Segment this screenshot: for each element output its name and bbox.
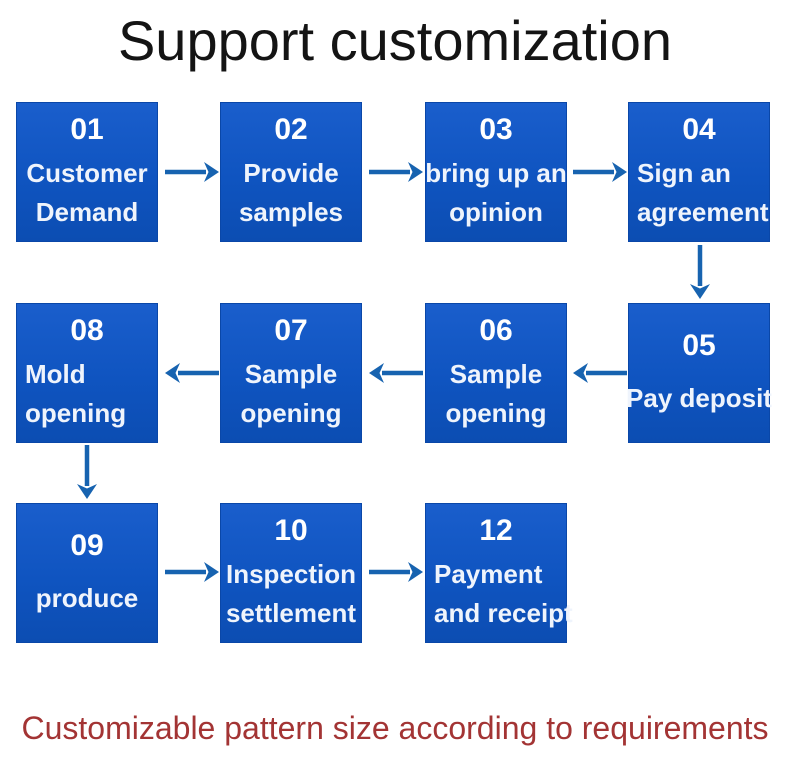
step-label-line: opening [25, 397, 127, 428]
step-number: 04 [682, 112, 716, 146]
step-box-08: 08 Mold opening [16, 303, 158, 443]
step-label-line: Sign an [637, 157, 731, 188]
step-number: 07 [274, 313, 308, 347]
arrow-down-icon [689, 244, 711, 300]
step-box-01: 01 Customer Demand [16, 102, 158, 242]
step-label-line: produce [35, 582, 139, 613]
arrow-right-icon [164, 561, 220, 583]
footer-caption: Customizable pattern size according to r… [21, 710, 769, 746]
step-label-line: opening [445, 397, 547, 428]
arrow-right-icon [368, 161, 424, 183]
step-label-line: Demand [35, 196, 139, 227]
step-box-10: 10 Inspection settlement [220, 503, 362, 643]
step-number: 01 [70, 112, 104, 146]
step-box-09: 09 produce [16, 503, 158, 643]
step-label-line: Pay deposit [626, 382, 772, 413]
step-number: 02 [274, 112, 308, 146]
step-label-line: settlement [225, 597, 357, 628]
step-label-line: Provide [243, 157, 339, 188]
step-label-line: Mold [25, 358, 86, 389]
step-label-line: Payment [434, 558, 543, 589]
arrow-down-icon [76, 444, 98, 500]
step-box-06: 06 Sample opening [425, 303, 567, 443]
step-label-line: opinion [449, 196, 543, 227]
step-number: 09 [70, 528, 104, 562]
step-label-line: Customer [26, 157, 148, 188]
arrow-left-icon [368, 362, 424, 384]
step-number: 03 [479, 112, 513, 146]
step-label-line: samples [238, 196, 344, 227]
step-box-12: 12 Payment and receipt [425, 503, 573, 643]
step-box-02: 02 Provide samples [220, 102, 362, 242]
arrow-right-icon [368, 561, 424, 583]
step-number: 06 [479, 313, 513, 347]
step-number: 12 [479, 513, 513, 547]
step-label-line: bring up an [425, 157, 567, 188]
step-box-04: 04 Sign an agreement [628, 102, 770, 242]
page-title: Support customization [117, 9, 673, 72]
step-number: 10 [274, 513, 308, 547]
step-label-line: opening [240, 397, 342, 428]
step-box-03: 03 bring up an opinion [425, 102, 567, 242]
arrow-right-icon [572, 161, 628, 183]
step-box-05: 05 Pay deposit [626, 303, 772, 443]
step-label-line: Inspection [225, 558, 356, 589]
arrow-right-icon [164, 161, 220, 183]
arrow-left-icon [164, 362, 220, 384]
step-box-07: 07 Sample opening [220, 303, 362, 443]
step-number: 05 [682, 328, 716, 362]
step-label-line: Sample [244, 358, 338, 389]
step-label-line: Sample [449, 358, 543, 389]
step-label-line: and receipt [434, 597, 573, 628]
step-number: 08 [70, 313, 104, 347]
arrow-left-icon [572, 362, 628, 384]
step-label-line: agreement [637, 196, 769, 227]
